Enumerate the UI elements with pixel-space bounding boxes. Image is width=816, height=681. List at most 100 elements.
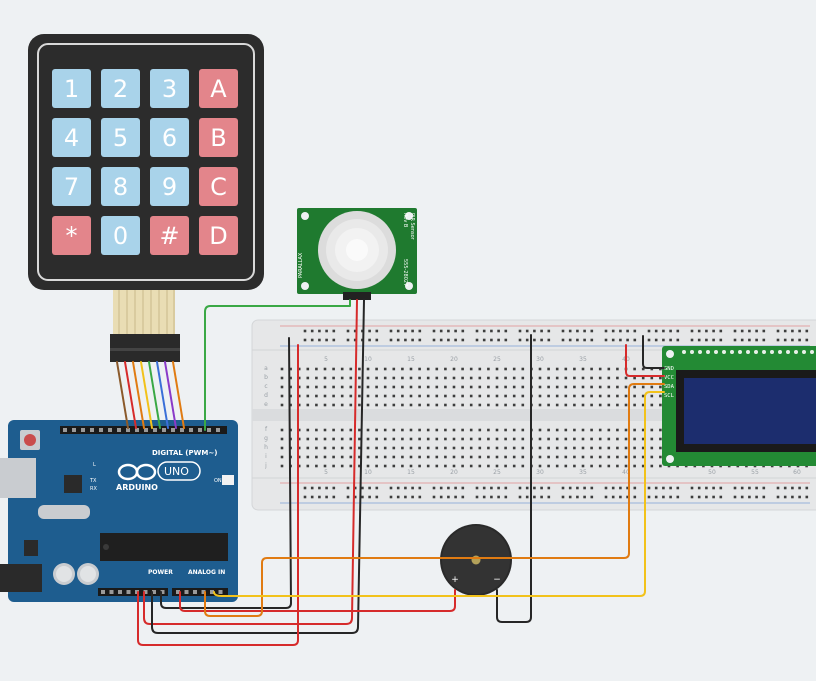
wire-5v-rail — [137, 344, 299, 646]
bb-hole — [590, 329, 594, 333]
key-4[interactable]: 4 — [52, 118, 91, 157]
bb-hole — [340, 428, 344, 432]
bb-hole — [540, 338, 543, 342]
bb-hole — [755, 329, 758, 333]
bb-hole — [521, 376, 525, 380]
bb-hole — [604, 486, 608, 490]
wire-pir-vcc — [143, 299, 358, 625]
bb-row-letter: j — [264, 462, 267, 469]
bb-hole — [323, 385, 327, 389]
bb-hole — [740, 329, 744, 333]
bb-hole — [310, 329, 314, 333]
key-*[interactable]: * — [52, 216, 91, 255]
bb-hole — [418, 367, 421, 371]
bb-hole — [306, 367, 310, 371]
bb-hole — [547, 495, 551, 499]
key-1[interactable]: 1 — [52, 69, 91, 108]
key-0[interactable]: 0 — [101, 216, 140, 255]
bb-hole — [418, 329, 422, 333]
bb-hole — [669, 329, 672, 333]
key-2[interactable]: 2 — [101, 69, 140, 108]
bb-hole — [392, 385, 396, 389]
key-face — [199, 69, 238, 108]
key-6[interactable]: 6 — [150, 118, 189, 157]
key-C[interactable]: C — [199, 167, 238, 206]
bb-hole — [318, 338, 321, 342]
bb-hole — [358, 403, 361, 407]
key-B[interactable]: B — [199, 118, 238, 157]
bb-num: 30 — [536, 356, 544, 363]
analog-pin — [184, 590, 189, 594]
bb-hole — [318, 495, 321, 499]
bb-hole — [626, 329, 629, 333]
bb-hole — [358, 428, 361, 432]
bb-hole — [611, 329, 615, 333]
key-7[interactable]: 7 — [52, 167, 91, 206]
reset-button[interactable] — [24, 434, 36, 446]
bb-hole — [383, 437, 387, 441]
bb-hole — [349, 455, 353, 459]
bb-hole — [633, 437, 636, 441]
bb-hole — [740, 338, 744, 342]
wire-lcd-scl — [213, 391, 665, 597]
key-#[interactable]: # — [150, 216, 189, 255]
wire-lcd-sda — [204, 383, 665, 617]
bb-hole — [349, 464, 353, 468]
bb-hole — [590, 464, 593, 468]
bb-hole — [487, 455, 490, 459]
key-9[interactable]: 9 — [150, 167, 189, 206]
bb-hole — [504, 329, 508, 333]
key-D[interactable]: D — [199, 216, 238, 255]
key-face — [52, 118, 91, 157]
bb-hole — [633, 446, 636, 450]
bb-hole — [616, 437, 619, 441]
bb-hole — [396, 329, 400, 333]
bb-hole — [783, 329, 787, 333]
bb-hole — [409, 437, 413, 441]
digital-pin — [216, 428, 220, 432]
bb-hole — [418, 437, 421, 441]
key-8[interactable]: 8 — [101, 167, 140, 206]
bb-hole — [478, 376, 482, 380]
bb-hole — [315, 428, 318, 432]
bb-hole — [538, 367, 542, 371]
bb-hole — [798, 486, 801, 490]
bb-hole — [607, 428, 611, 432]
bb-hole — [607, 394, 611, 398]
bb-hole — [418, 446, 421, 450]
digital-pin — [81, 428, 85, 432]
key-label: * — [66, 222, 78, 250]
bb-hole — [349, 437, 353, 441]
bb-hole — [633, 376, 636, 380]
power-label: POWER — [148, 569, 173, 576]
bb-hole — [497, 486, 500, 490]
pir-label: PIR Sensor — [409, 213, 415, 241]
bb-hole — [495, 385, 499, 389]
bb-hole — [633, 486, 637, 490]
bb-hole — [392, 428, 396, 432]
key-label: B — [210, 124, 226, 152]
bb-hole — [332, 464, 335, 468]
key-A[interactable]: A — [199, 69, 238, 108]
bb-hole — [676, 486, 680, 490]
bb-hole — [650, 403, 654, 407]
bb-hole — [598, 464, 602, 468]
bb-hole — [375, 329, 379, 333]
key-face — [150, 118, 189, 157]
key-label: C — [210, 173, 227, 201]
bb-hole — [444, 385, 447, 389]
bb-hole — [590, 385, 593, 389]
bb-hole — [353, 329, 357, 333]
bb-hole — [547, 403, 550, 407]
lcd-hole — [722, 350, 726, 354]
bb-hole — [452, 464, 456, 468]
bb-hole — [396, 338, 400, 342]
bb-hole — [325, 495, 328, 499]
pir-header — [343, 292, 371, 300]
key-5[interactable]: 5 — [101, 118, 140, 157]
bb-hole — [340, 437, 344, 441]
bb-hole — [573, 403, 576, 407]
lcd-pin-sda: SDA — [664, 384, 675, 390]
key-face — [199, 216, 238, 255]
key-3[interactable]: 3 — [150, 69, 189, 108]
